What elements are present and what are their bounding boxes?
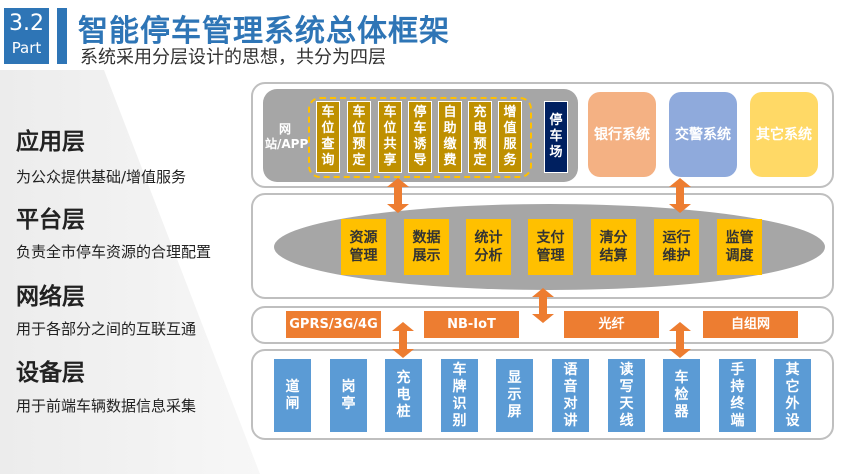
service-box: 充电预定	[468, 101, 492, 173]
platform-module-box: 支付管理	[528, 219, 573, 275]
layer-desc-device: 用于前端车辆数据信息采集	[16, 397, 197, 415]
device-box: 手持终端	[719, 359, 756, 432]
device-box: 显示屏	[496, 359, 533, 432]
device-box: 读写天线	[608, 359, 645, 432]
network-link-box: NB-IoT	[424, 311, 519, 338]
double-arrow-icon	[669, 178, 691, 213]
device-box: 充电桩	[385, 359, 422, 432]
layer-name-network: 网络层	[16, 284, 85, 310]
page-subtitle: 系统采用分层设计的思想，共分为四层	[80, 47, 386, 68]
service-box: 车位查询	[316, 101, 340, 173]
channel-label: 网站/APP	[265, 122, 309, 151]
service-box: 车位共享	[378, 101, 402, 173]
bank-system-box: 银行系统	[588, 92, 656, 177]
service-box: 车位预定	[347, 101, 371, 173]
platform-module-box: 监管调度	[717, 219, 762, 275]
layer-desc-platform: 负责全市停车资源的合理配置	[16, 243, 212, 261]
layer-desc-application: 为公众提供基础/增值服务	[16, 168, 187, 186]
double-arrow-icon	[387, 178, 409, 213]
network-link-box: 自组网	[703, 311, 798, 338]
platform-module-box: 数据展示	[404, 219, 449, 275]
platform-module-box: 运行维护	[654, 219, 699, 275]
part-number: 3.2	[9, 11, 44, 36]
service-box: 自助缴费	[438, 101, 462, 173]
service-box: 停车诱导	[408, 101, 432, 173]
page-title: 智能停车管理系统总体框架	[78, 14, 450, 49]
device-box: 语音对讲	[552, 359, 589, 432]
device-box: 岗亭	[330, 359, 367, 432]
device-box: 道闸	[274, 359, 311, 432]
double-arrow-icon	[532, 288, 554, 323]
double-arrow-icon	[392, 322, 414, 358]
part-badge: 3.2 Part	[4, 8, 49, 64]
device-box: 车牌识别	[441, 359, 478, 432]
title-accent-bar	[57, 8, 67, 64]
layer-desc-network: 用于各部分之间的互联互通	[16, 320, 197, 338]
other-system-box: 其它系统	[750, 92, 818, 177]
service-box: 增值服务	[498, 101, 522, 173]
part-label: Part	[11, 39, 42, 57]
platform-module-box: 统计分析	[466, 219, 511, 275]
network-link-box: GPRS/3G/4G	[286, 311, 381, 338]
device-box: 其它外设	[774, 359, 811, 432]
police-system-box: 交警系统	[669, 92, 737, 177]
device-box: 车检器	[663, 359, 700, 432]
services-group	[308, 97, 532, 178]
layer-name-platform: 平台层	[16, 207, 85, 233]
double-arrow-icon	[669, 322, 691, 358]
parking-lot-box: 停车场	[544, 101, 568, 173]
layer-name-application: 应用层	[16, 129, 85, 155]
layer-name-device: 设备层	[16, 360, 85, 386]
network-link-box: 光纤	[564, 311, 659, 338]
platform-module-box: 清分结算	[591, 219, 636, 275]
platform-module-box: 资源管理	[341, 219, 386, 275]
